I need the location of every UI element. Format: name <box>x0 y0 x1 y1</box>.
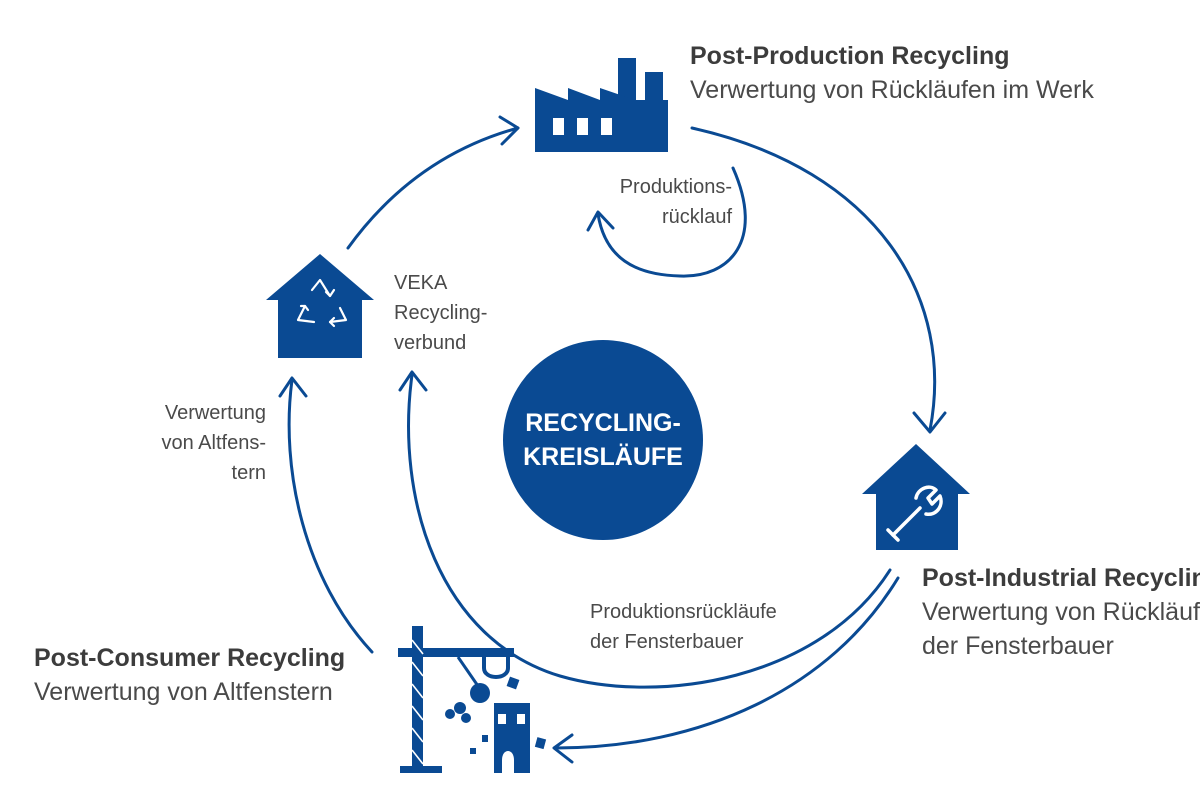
production-loop-label: Produktions- rücklauf <box>620 172 732 232</box>
altfenster-line3: tern <box>231 462 266 484</box>
veka-line1: VEKA <box>394 272 448 294</box>
arrow-consumer-to-veka <box>287 378 374 654</box>
arrowhead-recycling-house <box>278 376 308 398</box>
arrow-industrial-to-consumer <box>554 576 900 750</box>
arrow-industrial-to-veka <box>407 373 892 689</box>
center-label-line2: KREISLÄUFE <box>523 443 683 471</box>
arrow-veka-to-factory <box>346 126 520 250</box>
arrow-production-loop <box>596 166 747 278</box>
post-industrial-subtitle-line2: der Fensterbauer <box>922 632 1114 660</box>
post-production-subtitle: Verwertung von Rückläufen im Werk <box>690 76 1094 104</box>
post-industrial-title: Post-Industrial Recycling <box>922 564 1200 592</box>
veka-label: VEKA Recycling- verbund <box>394 268 487 358</box>
post-consumer-subtitle: Verwertung von Altfenstern <box>34 678 333 706</box>
altfenster-line2: von Altfens- <box>161 432 266 454</box>
factory-icon <box>535 58 668 152</box>
wrench-house-icon <box>862 444 970 550</box>
altfenster-label: Verwertung von Altfens- tern <box>161 398 266 488</box>
demolition-crane-icon <box>398 626 547 773</box>
production-loop-line1: Produktions- <box>619 176 732 198</box>
recycling-house-icon <box>266 254 374 358</box>
production-loop-line2: rücklauf <box>661 206 732 228</box>
veka-line3: verbund <box>394 332 467 354</box>
fensterbauer-line1: Produktionsrückläufe <box>590 601 777 623</box>
fensterbauer-label: Produktionsrückläufe der Fensterbauer <box>590 597 777 657</box>
post-consumer-title: Post-Consumer Recycling <box>34 644 346 672</box>
arrowhead-factory <box>498 115 520 146</box>
arrow-factory-to-industrial <box>690 126 937 432</box>
arrowhead-production-loop <box>586 210 615 232</box>
center-label-line1: RECYCLING- <box>525 409 681 437</box>
center-circle <box>503 340 703 540</box>
center-label: RECYCLING- KREISLÄUFE <box>503 340 703 540</box>
post-production-title: Post-Production Recycling <box>690 42 1010 70</box>
altfenster-line1: Verwertung <box>164 402 266 424</box>
fensterbauer-line2: der Fensterbauer <box>590 631 744 653</box>
post-industrial-subtitle-line1: Verwertung von Rückläufen <box>922 598 1200 626</box>
arrowhead-veka <box>398 370 428 392</box>
arrowhead-consumer <box>552 733 574 764</box>
veka-line2: Recycling- <box>394 302 488 324</box>
arrowhead-industrial <box>912 411 947 434</box>
